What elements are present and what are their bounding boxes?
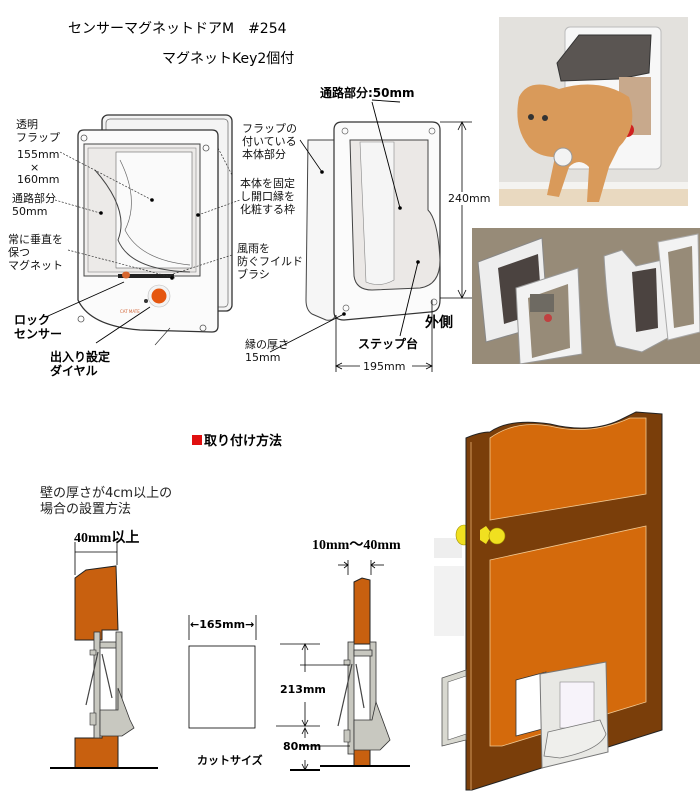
cat-flap-tunnel-drawing [269,99,472,372]
label-rim-thickness: 縁の厚さ 15mm [245,338,289,364]
svg-text:CAT MATE: CAT MATE [120,309,140,314]
thin-wall-section-drawing [300,560,410,767]
label-thin-wall: 10mm～40mm [312,538,401,553]
label-cut-width-text: 165mm [199,618,246,631]
door-with-cat-flap-drawing [434,411,663,791]
label-lock-sensor: ロック センサー [14,313,63,341]
label-cut-height: 213mm [280,683,326,696]
label-step: ステップ台 [358,337,419,351]
door-parts-photo [472,228,700,364]
cat-flap-front-drawing: CAT MATE [47,114,241,346]
label-frame: 本体を固定 し開口縁を 化粧する枠 [240,177,295,216]
label-body-with-flap: フラップの 付いている 本体部分 [242,122,297,161]
label-flap-size-2: 160mm [17,173,60,186]
label-flap: 透明 フラップ [16,118,60,144]
label-magnet: 常に垂直を 保つ マグネット [8,233,63,272]
product-title: センサーマグネットドアM #254 [68,21,287,37]
right-arrow-icon: → [245,618,255,631]
label-cut-width: ←165mm→ [190,618,254,631]
cat-through-door-photo [499,17,688,206]
install-section-title: 取り付け方法 [192,430,282,449]
label-tunnel-front: 通路部分 50mm [12,192,56,218]
label-outside: 外側 [425,315,453,331]
install-title-text: 取り付け方法 [204,434,283,449]
red-square-bullet-icon [192,434,202,445]
label-dial: 出入り設定 ダイヤル [50,350,111,378]
install-note: 壁の厚さが4cm以上の 場合の設置方法 [40,486,173,517]
label-flap-size-x: × [30,161,40,174]
label-thick-wall: 40mm以上 [74,531,140,546]
left-arrow-icon: ← [190,618,200,631]
label-width-195: 195mm [363,360,406,373]
label-floor-gap: 80mm [283,740,322,753]
label-flap-size-1: 155mm [17,148,60,161]
label-brush: 風雨を 防ぐフイルド ブラシ [237,242,303,281]
cut-size-drawing [188,615,320,771]
label-height-240: 240mm [448,192,491,205]
label-cut-size: カットサイズ [197,754,263,767]
thick-wall-section-drawing [50,542,158,769]
product-subtitle: マグネットKey2個付 [162,51,295,67]
label-tunnel-side: 通路部分:50mm [320,86,415,100]
